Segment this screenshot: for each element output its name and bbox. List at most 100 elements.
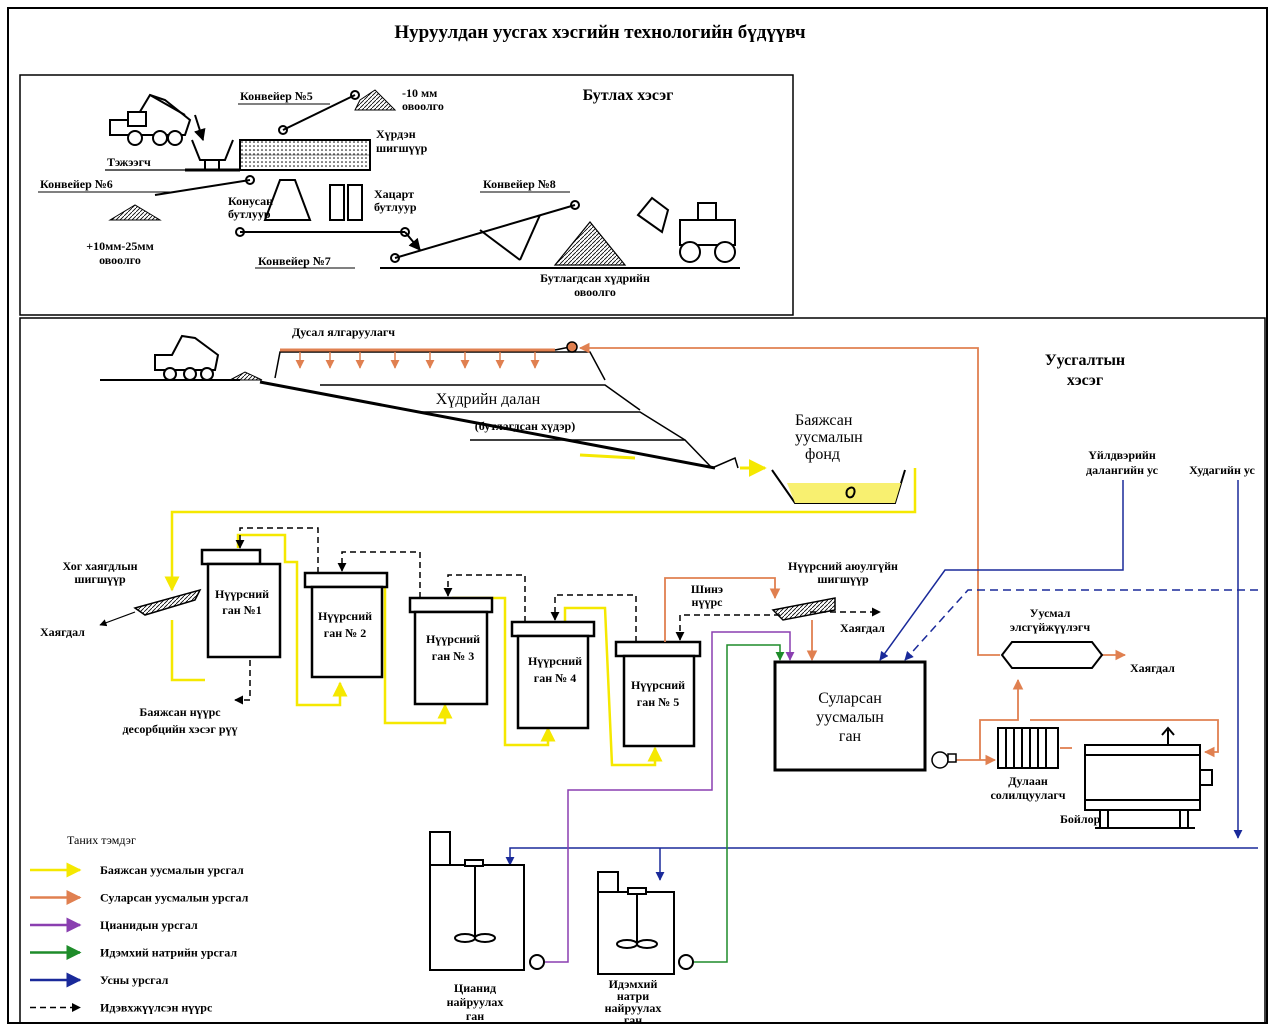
heat-exchanger-icon xyxy=(997,727,1059,769)
safety-screen-icon xyxy=(771,597,836,621)
clarifier-label-1: Уусмал xyxy=(1030,606,1071,620)
heap-sub-label: (бутлагдсан хүдэр) xyxy=(475,419,575,433)
tank-2: Нүүрсний ган № 2 xyxy=(303,571,389,679)
trash-screen-icon xyxy=(133,588,202,616)
leaching-frame xyxy=(19,317,1266,1024)
barren-tank-label-2: уусмалын xyxy=(816,709,884,726)
tank-3-label-1: Нүүрсний xyxy=(426,632,480,646)
tank-1: Нүүрсний ган №1 xyxy=(200,548,282,659)
legend-label-1: Суларсан уусмалын урсгал xyxy=(100,891,249,905)
drip-emitters xyxy=(295,352,540,369)
jaw-crusher-label-1: Хацарт xyxy=(374,187,414,201)
pregnant-pond-label-2: уусмалын xyxy=(795,429,863,446)
drip-header-icon xyxy=(566,341,578,353)
tank-4: Нүүрсний ган № 4 xyxy=(510,620,596,730)
heap-label: Хүдрийн далан xyxy=(436,391,541,408)
pile-mid-icon xyxy=(108,204,162,221)
cyanide-tank-label-3: ган xyxy=(466,1009,484,1023)
conveyor-5-label: Конвейер №5 xyxy=(240,89,313,103)
cone-crusher-icon xyxy=(263,179,312,221)
cyanide-flow-line xyxy=(545,631,795,963)
legend-label-0: Баяжсан уусмалын урсгал xyxy=(100,863,244,877)
jaw-crusher-icon xyxy=(329,184,363,221)
well-water-label: Худагийн ус xyxy=(1189,463,1255,477)
crushing-frame xyxy=(19,74,794,316)
pile-mid-label-2: овоолго xyxy=(99,253,141,267)
pregnant-pond-label-3: фонд xyxy=(805,446,840,463)
fresh-carbon-label-2: нүүрс xyxy=(692,595,724,609)
feeder-hopper xyxy=(185,139,240,172)
tank-4-label-1: Нүүрсний xyxy=(528,654,582,668)
cyanide-tank-icon xyxy=(429,831,545,971)
naoh-flow-line xyxy=(694,644,785,963)
pile-small-label-2: овоолго xyxy=(402,99,444,113)
clarifier-label-2: элсгүйжүүлэгч xyxy=(1010,620,1090,634)
naoh-tank-icon xyxy=(597,871,694,975)
conveyor-8 xyxy=(390,200,580,263)
loaded-carbon-label-2: десорбцийн хэсэг рүү xyxy=(122,722,237,736)
trash-screen-label-2: шигшүүр xyxy=(74,572,126,586)
tank-5-label-2: ган № 5 xyxy=(637,695,679,709)
conveyor-7 xyxy=(235,227,421,251)
safety-waste-label: Хаягдал xyxy=(840,621,885,635)
cyanide-tank-label-1: Цианид xyxy=(454,981,496,995)
industrial-water-label-1: Үйлдвэрийн xyxy=(1088,448,1156,462)
boiler-label: Бойлор xyxy=(1060,812,1101,826)
jaw-crusher-label-2: бутлуур xyxy=(374,200,417,214)
tank-4-label-2: ган № 4 xyxy=(534,671,576,685)
leaching-header-2: хэсэг xyxy=(1067,372,1103,389)
safety-screen-label-2: шигшүүр xyxy=(817,572,869,586)
cone-crusher-label-2: бутлуур xyxy=(228,207,271,221)
tank-3: Нүүрсний ган № 3 xyxy=(408,596,494,706)
conveyor-5 xyxy=(278,90,360,135)
clarifier-waste-label: Хаягдал xyxy=(1130,661,1175,675)
legend-label-4: Усны урсгал xyxy=(100,973,169,987)
cyanide-tank-label-2: найруулах xyxy=(447,995,504,1009)
legend-label-3: Идэмхий натрийн урсгал xyxy=(100,946,237,960)
tank-2-label-2: ган № 2 xyxy=(324,626,366,640)
naoh-tank-label-3: найруулах xyxy=(605,1001,662,1015)
legend-label-2: Цианидын урсгал xyxy=(100,918,198,932)
dump-truck-icon xyxy=(109,93,206,146)
tank-2-label-1: Нүүрсний xyxy=(318,609,372,623)
barren-tank-label-1: Суларсан xyxy=(818,690,882,707)
drum-screen-label-1: Хүрдэн xyxy=(376,127,416,141)
pile-crushed-label-2: овоолго xyxy=(574,285,616,299)
pregnant-pond-label-1: Баяжсан xyxy=(795,412,853,429)
water-flow-lines xyxy=(505,480,1258,881)
boiler-icon xyxy=(1084,726,1213,829)
heat-exchanger-label-2: солилцуулагч xyxy=(990,788,1065,802)
leaching-section: Уусгалтын хэсэг Хүдрийн далан (бутлагдса… xyxy=(19,317,1266,1027)
tank-5-label-1: Нүүрсний xyxy=(631,678,685,692)
tank-1-label-2: ган №1 xyxy=(222,603,261,617)
barren-pump-icon xyxy=(931,751,957,769)
tank-1-label-1: Нүүрсний xyxy=(215,587,269,601)
conveyor-7-label: Конвейер №7 xyxy=(258,254,331,268)
conveyor-6-label: Конвейер №6 xyxy=(40,177,113,191)
pile-small-label-1: -10 мм xyxy=(402,86,437,100)
pile-crushed-label-1: Бутлагдсан хүдрийн xyxy=(540,271,650,285)
safety-screen-label-1: Нүүрсний аюулгүйн xyxy=(788,559,898,573)
tank-5: Нүүрсний ган № 5 xyxy=(614,640,702,748)
drum-screen-label-2: шигшүүр xyxy=(376,141,428,155)
heap-truck-icon xyxy=(154,334,220,381)
drum-screen xyxy=(239,139,371,171)
drip-label: Дусал ялгаруулагч xyxy=(292,325,395,339)
trash-waste-label: Хаягдал xyxy=(40,625,85,639)
pile-mid-label-1: +10мм-25мм xyxy=(86,239,154,253)
leaching-header-1: Уусгалтын xyxy=(1045,352,1125,369)
fresh-carbon-label-1: Шинэ xyxy=(691,582,723,596)
cone-crusher-label-1: Конусан xyxy=(228,194,273,208)
naoh-tank-label-4: ган xyxy=(624,1013,642,1027)
tank-3-label-2: ган № 3 xyxy=(432,649,474,663)
ore-heap xyxy=(259,351,739,470)
trash-screen-label-1: Хог хаягдлын xyxy=(62,559,137,573)
loaded-carbon-label-1: Баяжсан нүүрс xyxy=(139,705,221,719)
industrial-water-label-2: далангийн ус xyxy=(1086,463,1159,477)
legend: Таних тэмдэг Баяжсан уусмалын урсгалСула… xyxy=(30,833,249,1015)
clarifier-icon xyxy=(1000,641,1104,669)
loader-icon xyxy=(636,196,736,263)
barren-tank xyxy=(773,660,927,772)
legend-title: Таних тэмдэг xyxy=(67,833,136,847)
